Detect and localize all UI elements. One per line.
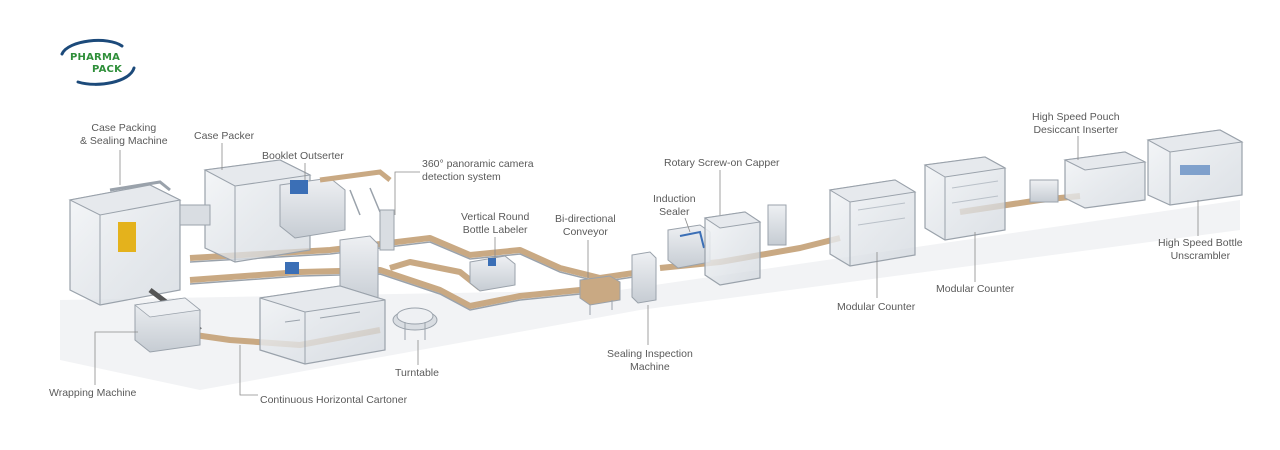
- horizontal-cartoner: [259, 285, 386, 365]
- label-booklet-outserter: Booklet Outserter: [262, 150, 344, 162]
- modular-counter-1: [828, 179, 917, 267]
- label-turntable: Turntable: [395, 367, 439, 379]
- label-screw-capper: Rotary Screw-on Capper: [664, 157, 780, 169]
- wrapping-machine: [134, 297, 201, 353]
- vertical-labeler: [469, 255, 516, 292]
- case-packing-machine: [68, 180, 202, 332]
- label-case-packer: Case Packer: [194, 130, 255, 142]
- robot-arm: [118, 222, 136, 252]
- lower-conveyor: [189, 267, 581, 309]
- logo-swoosh-icon: [60, 39, 136, 86]
- turntable: [392, 307, 438, 340]
- sealing-inspection-machine: [631, 251, 657, 304]
- leader-induction: [684, 217, 691, 233]
- label-horizontal-cartoner: Continuous Horizontal Cartoner: [260, 394, 408, 406]
- modular-counter-2: [923, 156, 1007, 241]
- pharma-pack-logo: PHARMA PACK: [58, 38, 138, 88]
- booklet-outserter: [279, 169, 392, 239]
- rotary-capper: [703, 204, 787, 286]
- bottle-unscrambler: [1146, 129, 1244, 206]
- label-modular-counter-1: Modular Counter: [837, 301, 916, 313]
- logo-text-line2: PACK: [92, 64, 123, 75]
- bidirectional-conveyor: [579, 275, 621, 315]
- label-wrapping-machine: Wrapping Machine: [49, 387, 137, 399]
- logo-text-line1: PHARMA: [70, 52, 121, 63]
- leader-cartoner: [239, 345, 258, 396]
- label-modular-counter-2: Modular Counter: [936, 283, 1015, 295]
- leader-lines: [94, 136, 1199, 396]
- leader-camera: [394, 171, 420, 215]
- pouch-inserter: [1029, 151, 1147, 209]
- induction-sealer: [667, 224, 711, 269]
- camera-detection-system: [285, 209, 395, 306]
- leader-wrapping: [94, 331, 138, 385]
- label-case-packing: Case Packing& Sealing Machine: [80, 122, 168, 147]
